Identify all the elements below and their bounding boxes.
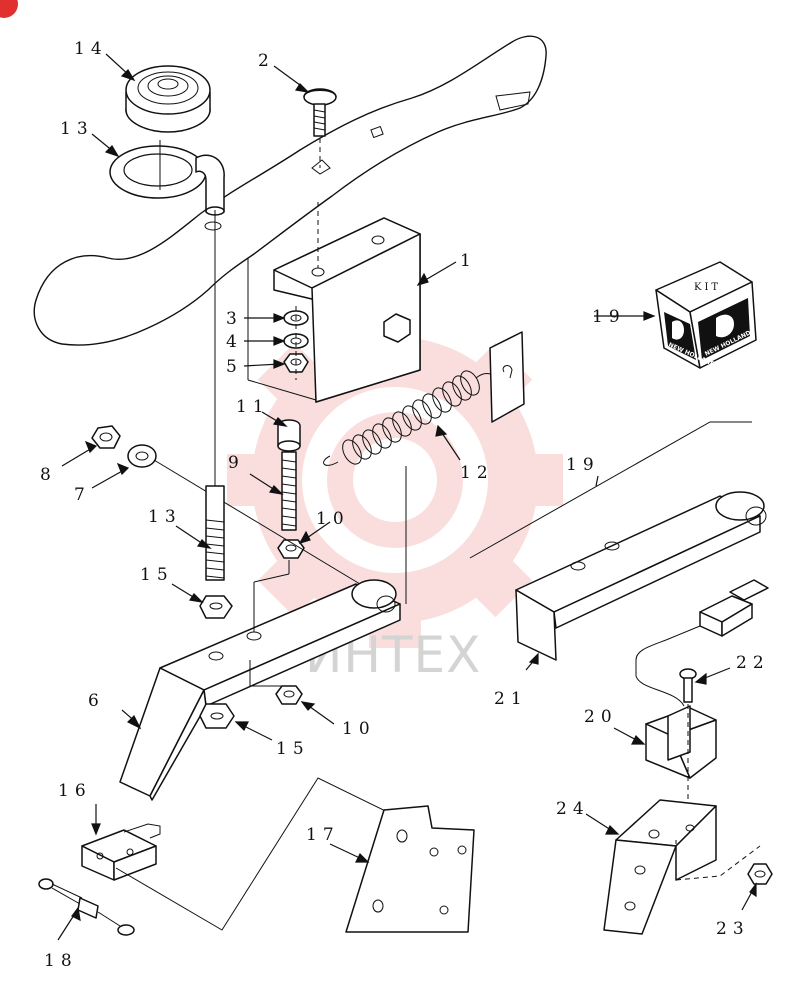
nut-15-lower-part <box>199 703 235 729</box>
pedal-arm-21-part <box>515 491 767 661</box>
callout-11: 11 <box>236 397 270 417</box>
callout-13-top: 13 <box>60 119 94 139</box>
callout-labels: 14 13 2 1 3 4 5 11 8 7 9 12 13 10 15 6 1… <box>40 39 770 971</box>
frame-outline <box>33 35 547 346</box>
kit-box: KIT NEW HOLLAND NEW HOLLAND <box>655 261 757 369</box>
callout-18: 18 <box>44 951 78 971</box>
callout-21: 21 <box>494 689 528 709</box>
nut-15-upper-part <box>199 595 233 619</box>
callout-15-upper: 15 <box>140 565 174 585</box>
corner-badge <box>0 0 18 18</box>
washer-7-part <box>127 444 157 468</box>
callout-20: 20 <box>584 707 618 727</box>
nut-8-part <box>91 425 121 449</box>
callout-22: 22 <box>736 653 770 673</box>
callout-8: 8 <box>40 465 57 485</box>
knob-part <box>125 65 211 133</box>
stud-9-part <box>281 451 297 531</box>
kit-label: KIT <box>694 282 721 293</box>
callout-10-lower: 10 <box>342 719 376 739</box>
cap-11-part <box>277 419 301 452</box>
callout-4: 4 <box>226 332 243 352</box>
callout-2: 2 <box>258 51 275 71</box>
leader-arrows <box>57 53 757 941</box>
switch-leader-line <box>115 777 409 931</box>
callout-9: 9 <box>228 453 245 473</box>
callout-16: 16 <box>58 781 92 801</box>
callout-13-rod: 13 <box>148 507 182 527</box>
callout-3: 3 <box>226 309 243 329</box>
screw-22-part <box>679 668 697 826</box>
carriage-bolt-part <box>303 88 337 175</box>
threaded-rod-13-part <box>205 485 225 581</box>
nut-23-part <box>747 863 773 885</box>
microswitch-16-part <box>81 823 161 881</box>
pedal-arm-part <box>119 466 407 801</box>
spring-anchor-plate <box>489 331 525 423</box>
callout-14: 14 <box>74 39 108 59</box>
bracket-24-part <box>603 799 761 935</box>
callout-7: 7 <box>74 485 91 505</box>
callout-23: 23 <box>716 919 750 939</box>
plate-17-part <box>345 805 475 933</box>
ring-clip-part <box>109 140 225 231</box>
new-holland-logo-icon <box>664 298 750 360</box>
callout-24: 24 <box>556 799 590 819</box>
watermark-gear <box>227 312 563 648</box>
bracket-part <box>247 202 421 403</box>
callout-15-lower: 15 <box>276 739 310 759</box>
nut-10-lower-part <box>275 685 303 705</box>
callout-19-kit: 19 <box>592 307 626 327</box>
callout-19-bracket: 19 <box>566 455 600 475</box>
callout-1: 1 <box>460 251 477 271</box>
callout-5: 5 <box>226 357 243 377</box>
callout-17: 17 <box>306 825 340 845</box>
callout-6: 6 <box>88 691 105 711</box>
spring-part <box>323 370 499 466</box>
link-18-part <box>38 878 135 936</box>
kit-group-line <box>469 421 752 559</box>
callout-12: 12 <box>460 463 494 483</box>
callout-10-upper: 10 <box>316 509 350 529</box>
nut-10-upper-part <box>277 539 305 559</box>
switch-20-part <box>635 579 769 779</box>
